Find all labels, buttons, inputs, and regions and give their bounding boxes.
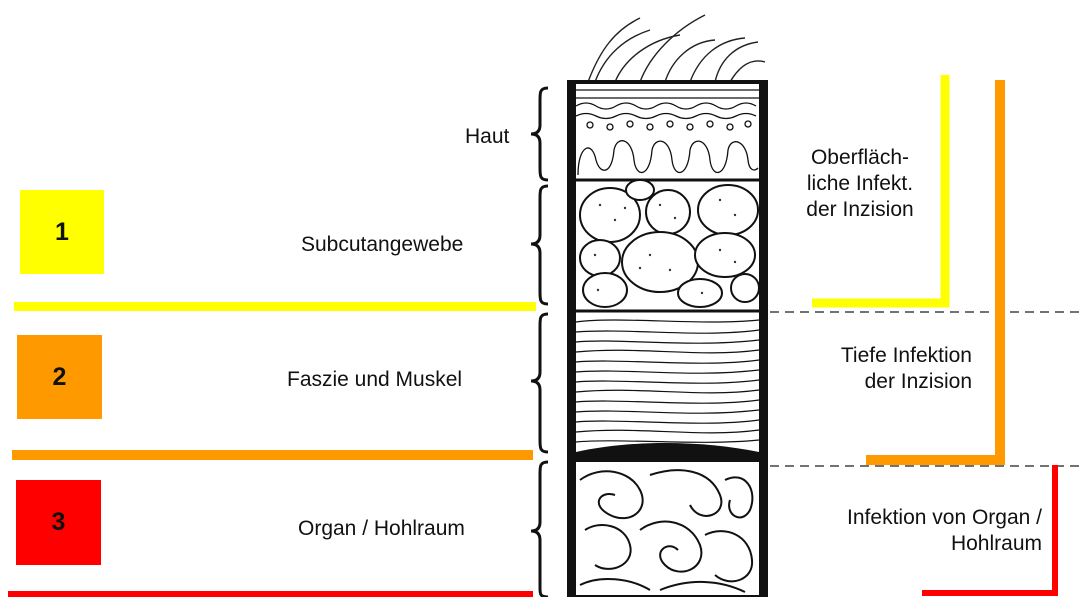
label-subcutaneous: Subcutangewebe: [301, 232, 463, 257]
subcutaneous-layer: [580, 180, 759, 307]
brace-organ: [531, 462, 548, 597]
layer-braces: [531, 88, 548, 597]
level-1-boundary-line: [14, 302, 536, 311]
brace-subcutaneous: [531, 186, 548, 304]
deep-infection-bracket: [866, 80, 1000, 460]
label-deep-infection: Tiefe Infektion der Inzision: [800, 343, 972, 395]
label-organ-cavity: Organ / Hohlraum: [298, 516, 465, 541]
hair-strands: [588, 15, 765, 82]
label-organ-infection: Infektion von Organ / Hohlraum: [790, 505, 1042, 557]
brace-skin: [531, 88, 548, 180]
label-skin: Haut: [465, 124, 509, 149]
level-2-boundary-line: [12, 450, 533, 460]
label-superficial-infection: Oberfläch- liche Infekt. der Inzision: [785, 145, 935, 223]
column-outer-wall: [569, 82, 766, 597]
label-fascia-muscle: Faszie und Muskel: [287, 367, 462, 392]
brace-fascia-muscle: [531, 314, 548, 452]
level-3-boundary-line: [8, 591, 533, 597]
